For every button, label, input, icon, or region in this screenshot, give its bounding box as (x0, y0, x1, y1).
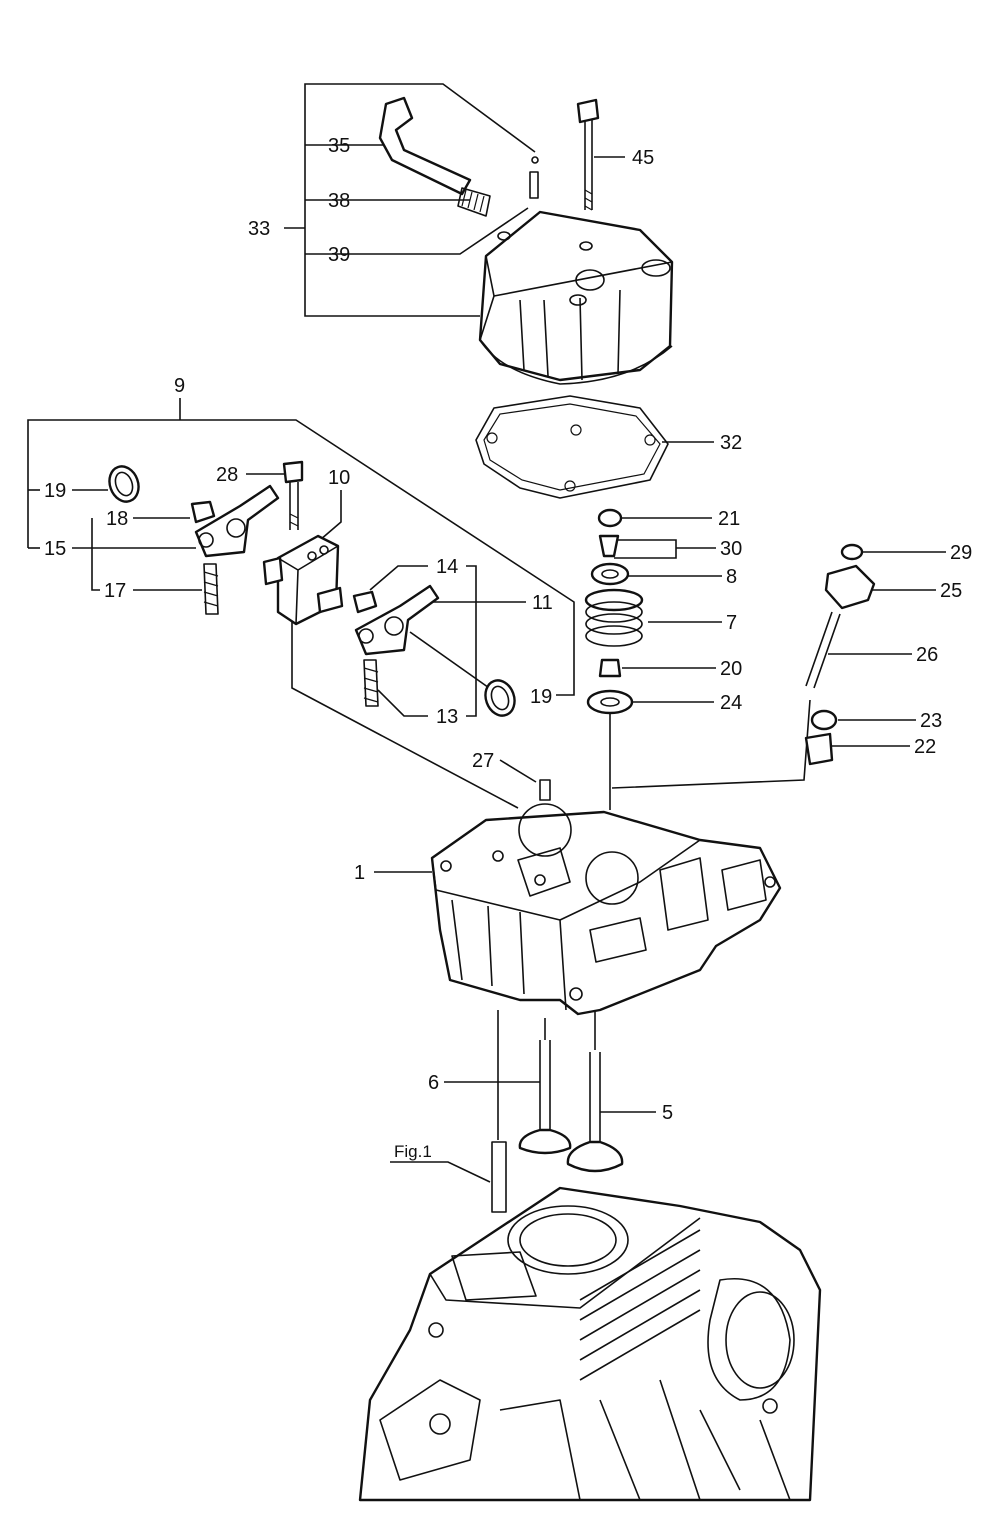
callout-33: 33 (248, 218, 270, 240)
callout-30: 30 (720, 538, 742, 560)
callout-27: 27 (472, 750, 494, 772)
callout-5: 5 (662, 1102, 673, 1124)
callout-11: 11 (532, 592, 553, 614)
callout-1: 1 (354, 862, 365, 884)
cylinder-block-fig1 (358, 1141, 822, 1502)
valves (518, 1040, 624, 1173)
push-rod-parts (539, 543, 876, 801)
leader-lines (27, 83, 946, 1183)
callout-24: 24 (720, 692, 742, 714)
callout-13: 13 (436, 706, 458, 728)
cylinder-head-cover-assembly (378, 96, 674, 385)
callout-10: 10 (328, 467, 350, 489)
callout-18: 18 (106, 508, 128, 530)
callout-21: 21 (718, 508, 740, 530)
callout-45: 45 (632, 147, 654, 169)
callout-15: 15 (44, 538, 66, 560)
callout-9: 9 (174, 375, 185, 397)
callout-22: 22 (914, 736, 936, 758)
callout-29: 29 (950, 542, 972, 564)
callout-38: 38 (328, 190, 350, 212)
callout-28: 28 (216, 464, 238, 486)
callout-14: 14 (436, 556, 458, 578)
callout-35: 35 (328, 135, 350, 157)
callout-6: 6 (428, 1072, 439, 1094)
figure-label: Fig.1 (394, 1142, 432, 1161)
callout-20: 20 (720, 658, 742, 680)
callout-19-right: 19 (530, 686, 552, 708)
callout-labels: 33 35 38 39 45 32 9 19 18 15 17 28 10 14… (44, 135, 972, 1161)
valve-spring-stack (584, 508, 644, 715)
callout-32: 32 (720, 432, 742, 454)
callout-7: 7 (726, 612, 737, 634)
callout-17: 17 (104, 580, 126, 602)
rocker-arm-assembly (108, 460, 516, 717)
callout-19-left: 19 (44, 480, 66, 502)
callout-39: 39 (328, 244, 350, 266)
callout-25: 25 (940, 580, 962, 602)
cylinder-head (430, 803, 782, 1016)
callout-26: 26 (916, 644, 938, 666)
callout-23: 23 (920, 710, 942, 732)
cover-gasket (475, 395, 669, 499)
callout-8: 8 (726, 566, 737, 588)
